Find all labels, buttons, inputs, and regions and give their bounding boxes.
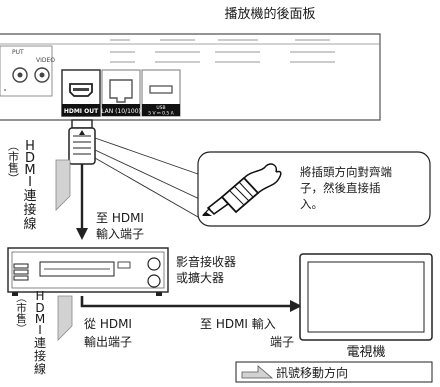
- signal-direction-arrow-lower: [57, 295, 73, 341]
- svg-text:M: M: [35, 312, 45, 326]
- svg-text:H: H: [35, 289, 44, 303]
- legend: 訊號移動方向: [235, 361, 433, 383]
- from-hdmi-output-label-line2: 輸出端子: [84, 334, 132, 349]
- svg-text:I: I: [28, 175, 32, 190]
- svg-text:H: H: [25, 139, 35, 154]
- svg-text:D: D: [35, 301, 44, 315]
- svg-text:線: 線: [34, 361, 46, 376]
- hdmi-plug-upper: [68, 119, 96, 165]
- svg-text:連: 連: [23, 189, 36, 204]
- callout-text-line3: 入。: [300, 197, 323, 211]
- svg-text:連: 連: [34, 336, 46, 350]
- av-receiver: [7, 247, 169, 296]
- svg-text:接: 接: [23, 202, 36, 218]
- television: [299, 253, 433, 341]
- from-hdmi-output-label-line1: 從 HDMI: [84, 317, 132, 331]
- receiver-label-line2: 或擴大器: [176, 270, 224, 285]
- to-hdmi-input-label-line2: 輸入端子: [96, 226, 144, 241]
- receiver-knob-upper: [147, 257, 161, 271]
- svg-text:I: I: [38, 323, 42, 337]
- usb-port: USB 5 V ⎓ 0.5 A: [141, 69, 181, 117]
- usb-rating-label: 5 V ⎓ 0.5 A: [148, 111, 174, 117]
- receiver-knob-lower: [147, 274, 161, 288]
- to-hdmi-input-tv-label-line1: 至 HDMI 輸入: [200, 316, 276, 331]
- hdmi-cable-note-upper: （市售）: [7, 140, 20, 184]
- callout-box: 將插頭方向對齊端 子，然後直接插 入。: [197, 151, 431, 227]
- svg-text:D: D: [25, 151, 35, 166]
- arrow-to-tv: [290, 300, 302, 312]
- hdmi-cable-label-lower: H D M I 連 接 線: [34, 289, 46, 376]
- receiver-label-line1: 影音接收器: [176, 254, 236, 269]
- player-rear-panel: PUT VIDEO HDMI OUT LAN (10/100) USB: [0, 33, 381, 121]
- hdmi-out-label: HDMI OUT: [64, 108, 99, 115]
- to-hdmi-input-label-line1: 至 HDMI: [96, 211, 144, 225]
- panel-vents: [110, 39, 335, 63]
- video-label: VIDEO: [36, 57, 55, 64]
- legend-label: 訊號移動方向: [276, 365, 348, 380]
- audio-input-label: PUT: [12, 49, 24, 56]
- hdmi-cable-label-upper: H D M I 連 接 線: [23, 139, 36, 232]
- svg-text:線: 線: [23, 216, 36, 232]
- arrow-to-receiver: [76, 228, 88, 240]
- lan-label: LAN (10/100): [101, 108, 141, 115]
- hdmi-out-port: HDMI OUT: [61, 69, 101, 117]
- callout-text-line2: 子，然後直接插: [300, 181, 381, 195]
- svg-text:M: M: [24, 163, 35, 178]
- player-rear-panel-title: 播放機的後面板: [224, 6, 315, 22]
- hdmi-cable-note-lower: （市售）: [15, 292, 27, 334]
- signal-direction-arrow-upper: [55, 159, 71, 211]
- tv-label: 電視機: [346, 345, 385, 360]
- hdmi-plug-detail: [202, 163, 282, 216]
- lan-port: LAN (10/100): [101, 69, 141, 117]
- callout-text-line1: 將插頭方向對齊端: [300, 165, 392, 179]
- svg-text:接: 接: [34, 348, 46, 363]
- legend-signal-arrow-icon: [241, 365, 274, 379]
- usb-label: USB: [156, 105, 165, 111]
- to-hdmi-input-tv-label-line2: 端子: [270, 335, 294, 349]
- hdmi-cable-lower: [80, 296, 294, 308]
